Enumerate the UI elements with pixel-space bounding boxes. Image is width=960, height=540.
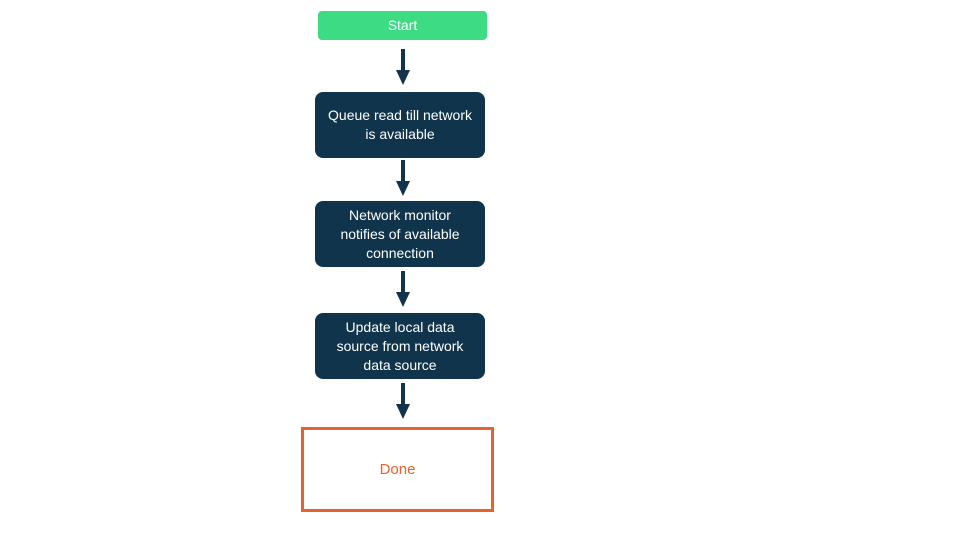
flowchart-node-start: Start [318,11,487,40]
flowchart-node-queue-read: Queue read till network is available [315,92,485,158]
arrow-down-icon [395,160,411,196]
arrow-down-icon [395,49,411,85]
flowchart-node-update-local-data: Update local data source from network da… [315,313,485,379]
node-label: Network monitor notifies of available co… [340,206,460,261]
node-label: Start [387,17,418,33]
node-label: Update local data source from network da… [336,318,464,373]
node-label: Done [379,461,416,478]
flowchart-node-network-monitor: Network monitor notifies of available co… [315,201,485,267]
node-label: Queue read till network is available [328,107,472,142]
arrow-down-icon [395,383,411,419]
flowchart-node-done: Done [301,427,494,512]
arrow-down-icon [395,271,411,307]
